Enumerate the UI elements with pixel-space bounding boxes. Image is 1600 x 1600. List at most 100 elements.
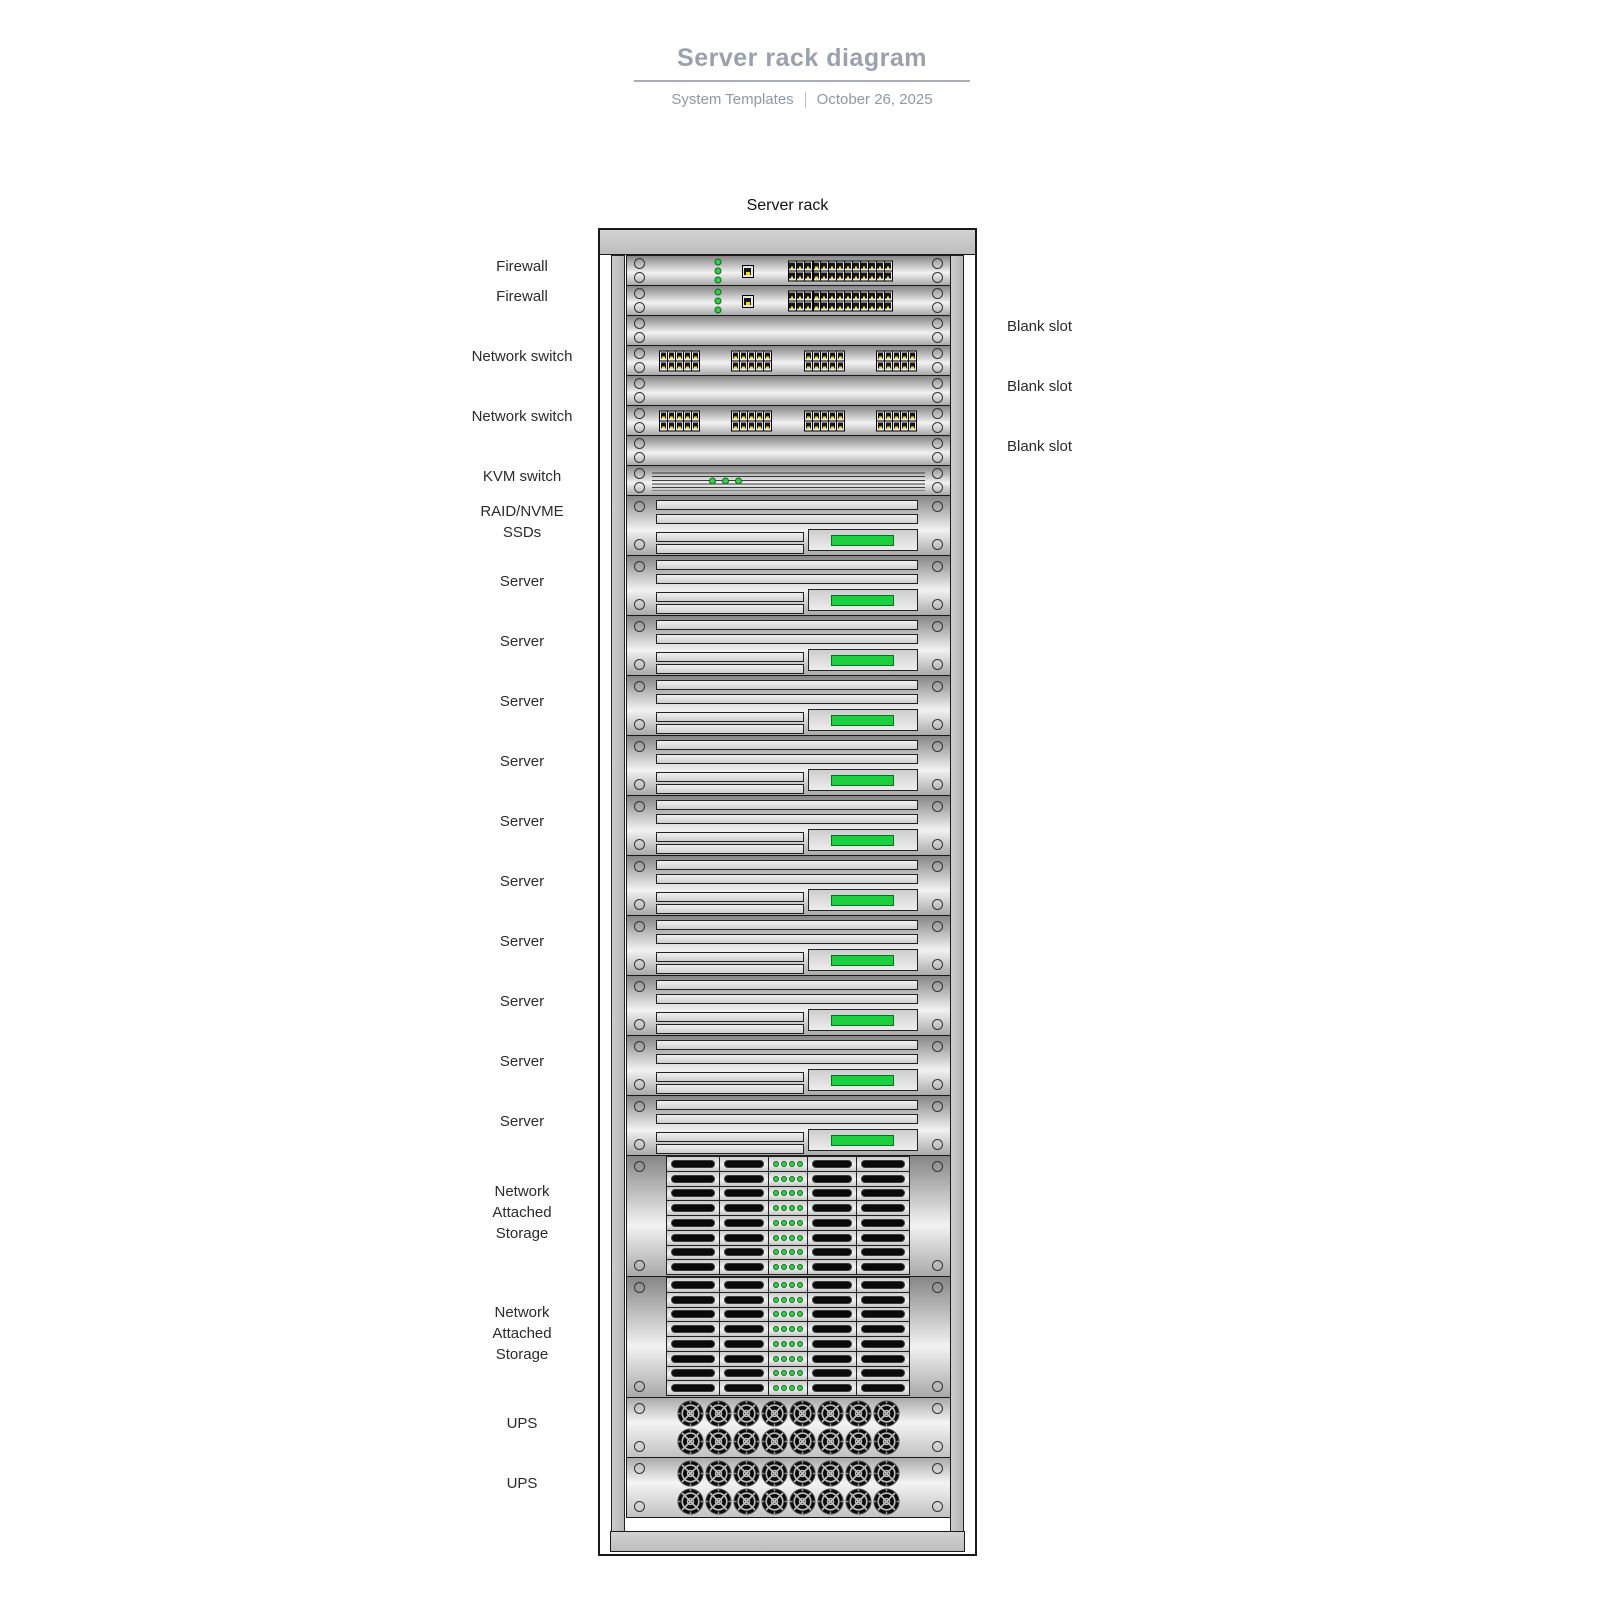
drive-tray: [656, 694, 919, 704]
mount-hole: [634, 1260, 645, 1271]
fan-icon: [845, 1460, 872, 1487]
unit-label-server: Server: [499, 1113, 545, 1130]
activity-led-bar: [831, 594, 895, 606]
drive-bay: [666, 1215, 721, 1231]
drive-tray: [656, 1072, 804, 1082]
rack-ear: [627, 976, 652, 1035]
rack-ear: [925, 616, 950, 675]
doc-header: Server rack diagram System Templates Oct…: [602, 44, 1002, 108]
rack-ear: [925, 406, 950, 435]
mount-hole: [932, 741, 943, 752]
mount-hole: [634, 332, 645, 343]
led-indicator: [788, 1326, 795, 1333]
unit-nas: [626, 1155, 951, 1277]
led-indicator: [796, 1234, 803, 1241]
port-row: [787, 270, 915, 281]
led-indicator: [796, 1264, 803, 1271]
mount-hole: [932, 959, 943, 970]
drive-bay: [855, 1215, 910, 1231]
drive-handle: [724, 1189, 765, 1198]
mount-hole: [634, 468, 645, 479]
rack-ear: [627, 916, 652, 975]
mount-hole: [634, 408, 645, 419]
mount-hole: [932, 362, 943, 373]
unit-server: [626, 1095, 951, 1156]
unit-server: [626, 1035, 951, 1096]
rack-ear: [925, 1398, 950, 1457]
drive-handle: [724, 1295, 765, 1304]
drive-led-cell: [768, 1215, 808, 1231]
drive-bay: [855, 1156, 910, 1172]
doc-subtitle: System Templates October 26, 2025: [602, 91, 1002, 108]
drive-bay: [806, 1291, 857, 1308]
rack-right-rail: [950, 255, 964, 1532]
led-indicator: [772, 1385, 779, 1392]
drive-tray: [656, 844, 804, 854]
unit-panel-server: [652, 496, 925, 555]
mount-hole: [634, 921, 645, 932]
drive-bay: [855, 1200, 910, 1216]
rack-ear: [627, 1156, 652, 1276]
unit-ups: [626, 1397, 951, 1458]
drive-handle: [724, 1310, 765, 1319]
activity-led-bar: [831, 834, 895, 846]
drive-tray: [656, 604, 804, 614]
led-indicator: [735, 477, 743, 484]
activity-panel: [807, 889, 919, 911]
mount-hole: [634, 981, 645, 992]
led-indicator: [796, 1385, 803, 1392]
rack-ear: [925, 1096, 950, 1155]
led-indicator: [780, 1385, 787, 1392]
led-indicator: [780, 1205, 787, 1212]
drive-handle: [671, 1295, 716, 1304]
drive-tray: [656, 620, 919, 630]
mount-hole: [634, 1079, 645, 1090]
mount-hole: [634, 1403, 645, 1414]
doc-date: October 26, 2025: [816, 91, 933, 108]
led-indicator: [772, 1205, 779, 1212]
mount-hole: [932, 378, 943, 389]
drive-handle: [671, 1325, 716, 1334]
drive-tray: [656, 1144, 804, 1154]
drive-handle: [811, 1263, 852, 1272]
mount-hole: [634, 621, 645, 632]
unit-label-server: Server: [499, 573, 545, 590]
mount-hole: [634, 288, 645, 299]
unit-server: [626, 735, 951, 796]
mount-hole: [932, 348, 943, 359]
drive-bay: [855, 1380, 910, 1396]
led-indicator: [780, 1264, 787, 1271]
status-led-group: [714, 288, 722, 313]
drive-bay-grid: [666, 1277, 910, 1396]
unit-label-switch: Network switch: [471, 408, 573, 425]
unit-server: [626, 615, 951, 676]
unit-server: [626, 795, 951, 856]
drive-handle: [671, 1310, 716, 1319]
led-indicator: [714, 306, 722, 313]
drive-handle: [860, 1369, 905, 1378]
drive-led-cell: [768, 1170, 808, 1187]
led-indicator: [772, 1219, 779, 1226]
drive-tray: [656, 664, 804, 674]
drive-bay: [666, 1229, 721, 1246]
drive-bay: [806, 1170, 857, 1187]
unit-panel-switch: [652, 406, 925, 435]
drive-tray: [656, 1114, 919, 1124]
led-indicator: [780, 1219, 787, 1226]
port-row: [875, 420, 917, 431]
drive-bay: [855, 1365, 910, 1382]
port-row: [875, 350, 917, 361]
mount-hole: [932, 801, 943, 812]
led-indicator: [788, 1160, 795, 1167]
activity-panel: [807, 829, 919, 851]
mount-hole: [932, 1501, 943, 1512]
mount-hole: [932, 719, 943, 730]
led-indicator: [788, 1234, 795, 1241]
drive-tray: [656, 814, 919, 824]
drive-tray: [656, 560, 919, 570]
drive-bay: [719, 1200, 770, 1216]
fan-icon: [761, 1460, 788, 1487]
mount-hole: [634, 272, 645, 283]
activity-led-bar: [831, 954, 895, 966]
fan-icon: [845, 1428, 872, 1455]
